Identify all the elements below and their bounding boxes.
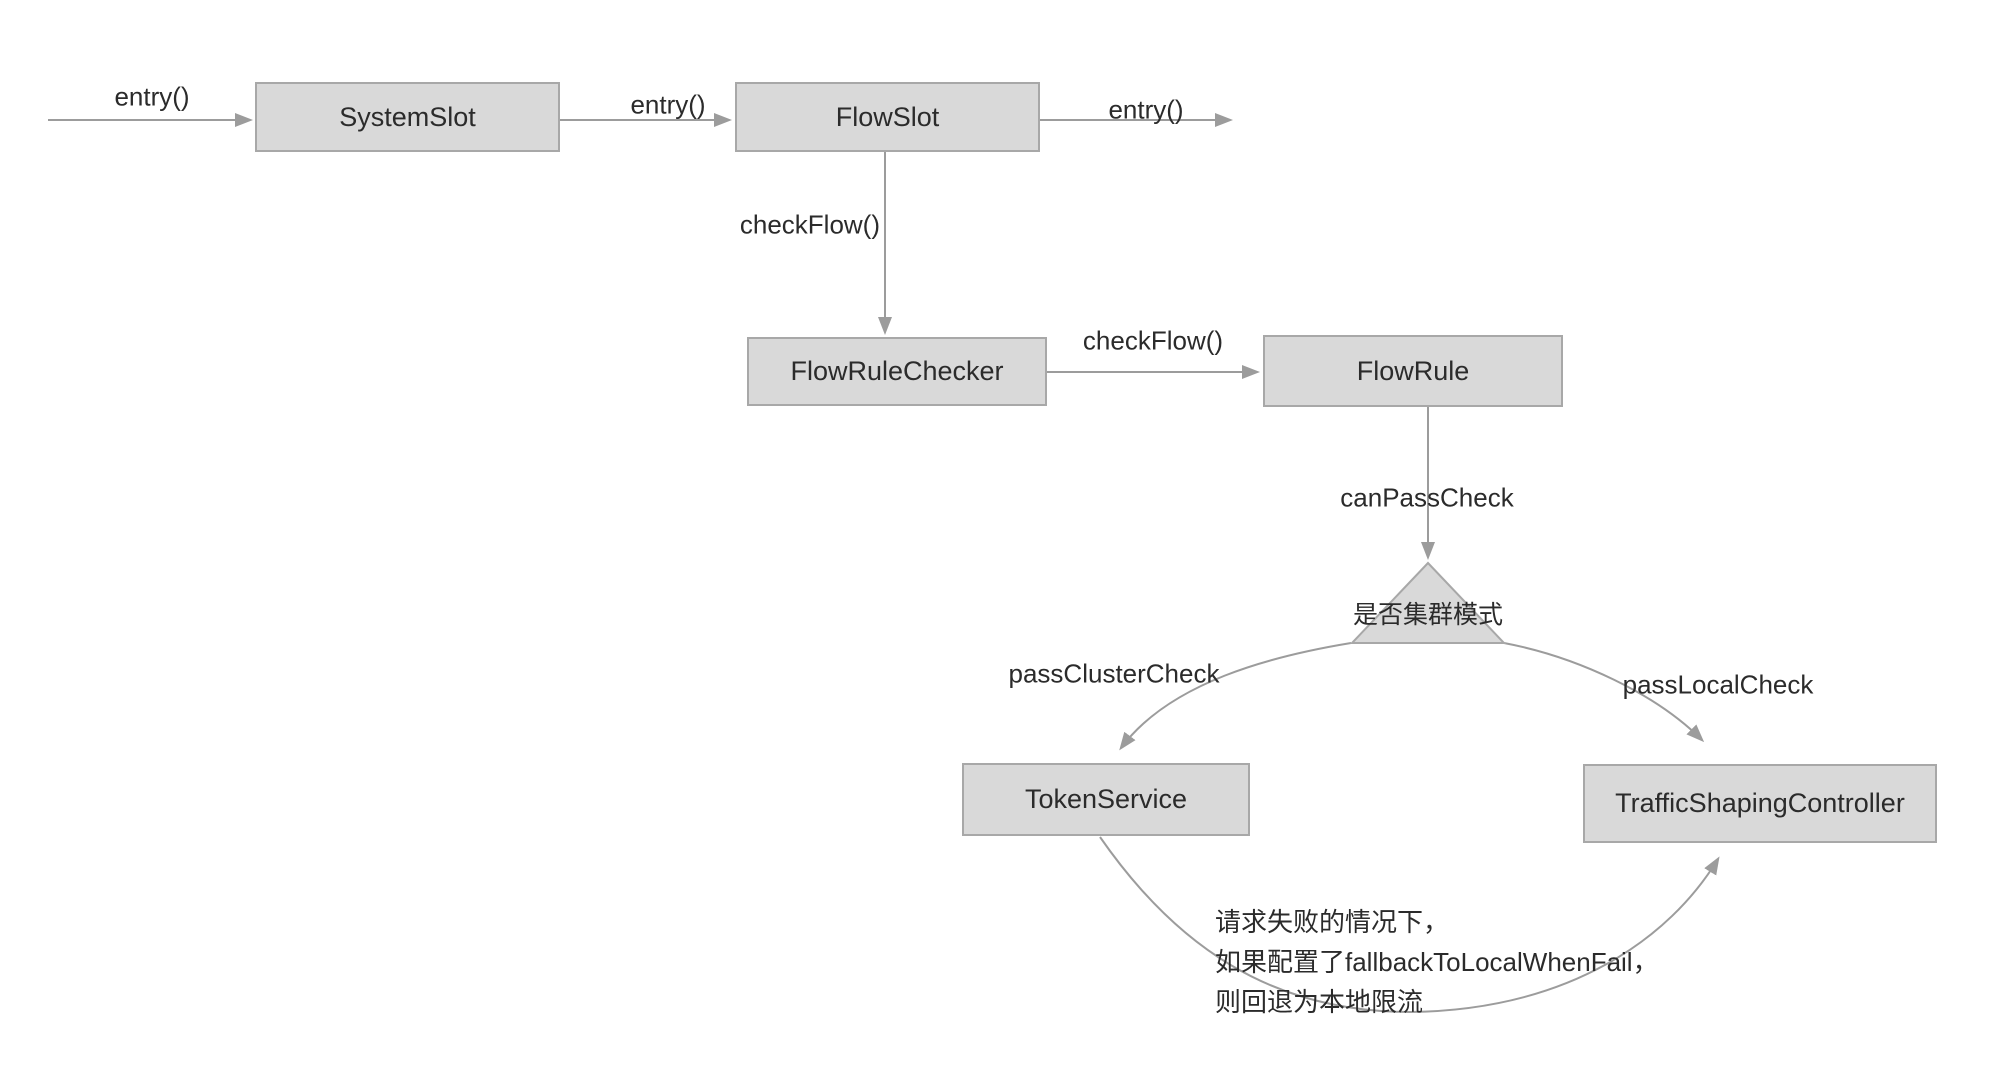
node-tokenservice: TokenService <box>962 763 1250 836</box>
node-trafficshapingcontroller: TrafficShapingController <box>1583 764 1937 843</box>
label-passclustercheck: passClusterCheck <box>1008 658 1220 689</box>
fallback-note-line-3: 则回退为本地限流 <box>1215 987 1424 1017</box>
fallback-note-line-1: 请求失败的情况下， <box>1215 907 1450 937</box>
label-entry-3: entry() <box>1108 94 1184 125</box>
fallback-note-line-2: 如果配置了fallbackToLocalWhenFail， <box>1215 947 1659 977</box>
node-systemslot: SystemSlot <box>255 82 560 152</box>
node-flowrule: FlowRule <box>1263 335 1563 407</box>
label-decision-cluster-mode: 是否集群模式 <box>1352 601 1504 629</box>
fallback-note: 请求失败的情况下， 如果配置了fallbackToLocalWhenFail， … <box>1215 902 1659 1022</box>
label-passlocalcheck: passLocalCheck <box>1622 669 1814 700</box>
edge-tokenservice-fallback-to-trafficshapingcontroller <box>1099 836 1720 1014</box>
node-flowrulechecker: FlowRuleChecker <box>747 337 1047 406</box>
edge-decision-to-tokenservice <box>1119 642 1352 751</box>
node-flowslot: FlowSlot <box>735 82 1040 152</box>
label-checkflow-1: checkFlow() <box>739 209 880 240</box>
decision-triangle <box>1349 561 1507 644</box>
label-entry-2: entry() <box>630 89 706 120</box>
label-canpasscheck: canPassCheck <box>1340 482 1514 513</box>
label-checkflow-2: checkFlow() <box>1082 325 1224 356</box>
edge-decision-to-trafficshapingcontroller <box>1503 642 1705 743</box>
label-entry-1: entry() <box>114 81 190 112</box>
